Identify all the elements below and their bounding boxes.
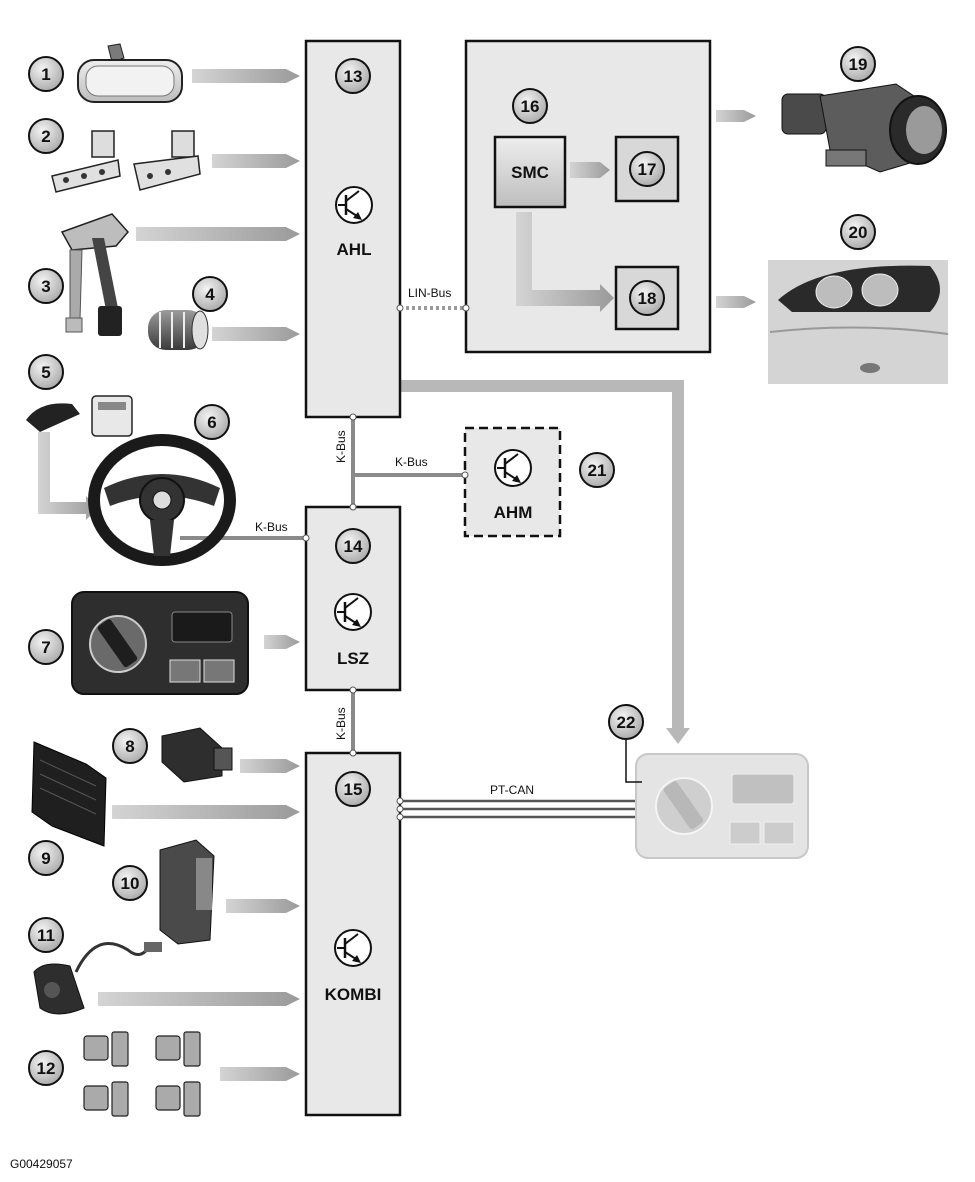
badge-11: 11 <box>28 917 64 953</box>
svg-text:10: 10 <box>121 874 140 893</box>
input-arrows <box>98 69 756 1081</box>
badge-2: 2 <box>28 118 64 154</box>
steering-wheel-icon <box>88 434 236 566</box>
svg-text:18: 18 <box>638 289 657 308</box>
svg-text:9: 9 <box>41 849 50 868</box>
arrow-20 <box>716 296 756 308</box>
sensor-11-icon <box>33 942 162 1015</box>
svg-text:17: 17 <box>638 160 657 179</box>
badge-10: 10 <box>112 865 148 901</box>
badge-9: 9 <box>28 840 64 876</box>
badge-15: 15 <box>335 771 371 807</box>
kbus-label-bottom: K-Bus <box>334 707 348 740</box>
svg-text:2: 2 <box>41 127 50 146</box>
lsz-label: LSZ <box>337 649 369 668</box>
svg-text:19: 19 <box>849 55 868 74</box>
svg-text:7: 7 <box>41 638 50 657</box>
arrow-1 <box>192 69 300 83</box>
svg-text:5: 5 <box>41 363 50 382</box>
lin-bus-label: LIN-Bus <box>408 286 451 300</box>
badge-5: 5 <box>28 354 64 390</box>
arrow-10 <box>226 899 300 913</box>
arrow-7 <box>264 635 300 649</box>
badge-4: 4 <box>192 276 228 312</box>
svg-text:3: 3 <box>41 277 50 296</box>
svg-text:14: 14 <box>344 537 363 556</box>
headlight-group-box: SMC <box>464 39 712 354</box>
svg-text:8: 8 <box>125 737 134 756</box>
ptcan-label: PT-CAN <box>490 783 534 797</box>
svg-text:15: 15 <box>344 780 363 799</box>
badge-21: 21 <box>579 452 615 488</box>
badge-12: 12 <box>28 1050 64 1086</box>
wheel-speed-sensor-icon <box>148 310 209 350</box>
badge-8: 8 <box>112 728 148 764</box>
arrow-11 <box>98 992 300 1006</box>
badge-16: 16 <box>512 88 548 124</box>
svg-text:6: 6 <box>207 413 216 432</box>
badge-18: 18 <box>629 280 665 316</box>
svg-text:1: 1 <box>41 65 50 84</box>
arrow-3 <box>136 227 300 241</box>
pedal-box-icon <box>60 213 129 336</box>
ahm-label: AHM <box>494 503 533 522</box>
headlight-unit-icon <box>781 83 947 173</box>
badge-14: 14 <box>335 528 371 564</box>
car-front-icon <box>768 260 949 384</box>
kbus-label-wheel: K-Bus <box>255 520 288 534</box>
ahl-label: AHL <box>337 240 372 259</box>
smc-label: SMC <box>511 163 549 182</box>
svg-text:20: 20 <box>849 223 868 242</box>
ahm-module[interactable]: AHM <box>463 426 562 538</box>
kbus-label-ahm: K-Bus <box>395 455 428 469</box>
svg-text:4: 4 <box>205 285 215 304</box>
badge-17: 17 <box>629 151 665 187</box>
svg-text:16: 16 <box>521 97 540 116</box>
badge-22: 22 <box>608 704 644 740</box>
arrow-12 <box>220 1067 300 1081</box>
kbus-label-top: K-Bus <box>334 430 348 463</box>
bus-lines <box>180 304 642 821</box>
badge-1: 1 <box>28 56 64 92</box>
svg-text:21: 21 <box>588 461 607 480</box>
control-unit-10-icon <box>159 839 215 945</box>
control-unit-9-icon <box>31 741 107 847</box>
arrow-2 <box>212 154 300 168</box>
arrow-smc-18 <box>516 212 614 312</box>
ride-height-sensors-icon <box>51 130 201 193</box>
light-switch-faded-icon <box>635 753 809 859</box>
pointer-22 <box>625 740 642 783</box>
ahl-module[interactable]: AHL <box>304 39 402 419</box>
mirror-icon <box>77 43 183 103</box>
badge-7: 7 <box>28 629 64 665</box>
arrow-8 <box>240 759 300 773</box>
valves-12-icon <box>83 1031 201 1117</box>
badge-13: 13 <box>335 58 371 94</box>
number-badges: 1 2 3 4 5 6 7 8 9 10 11 12 13 14 15 16 1… <box>28 46 876 1086</box>
steering-column-switch-icon <box>26 395 133 437</box>
svg-text:11: 11 <box>37 926 55 945</box>
smc-box[interactable]: SMC <box>493 135 567 209</box>
badge-3: 3 <box>28 268 64 304</box>
badge-19: 19 <box>840 46 876 82</box>
badge-6: 6 <box>194 404 230 440</box>
kombi-label: KOMBI <box>325 985 382 1004</box>
svg-text:13: 13 <box>344 67 363 86</box>
light-switch-icon <box>71 591 249 695</box>
badge-20: 20 <box>840 214 876 250</box>
svg-text:12: 12 <box>37 1059 56 1078</box>
arrow-smc-17 <box>570 162 610 178</box>
arrow-9 <box>112 805 300 819</box>
svg-text:22: 22 <box>617 713 636 732</box>
figure-code: G00429057 <box>10 1157 73 1171</box>
sensor-8-icon <box>161 727 233 783</box>
kombi-module[interactable]: KOMBI <box>304 751 402 1117</box>
arrow-4 <box>212 327 300 341</box>
arrow-19 <box>716 110 756 122</box>
